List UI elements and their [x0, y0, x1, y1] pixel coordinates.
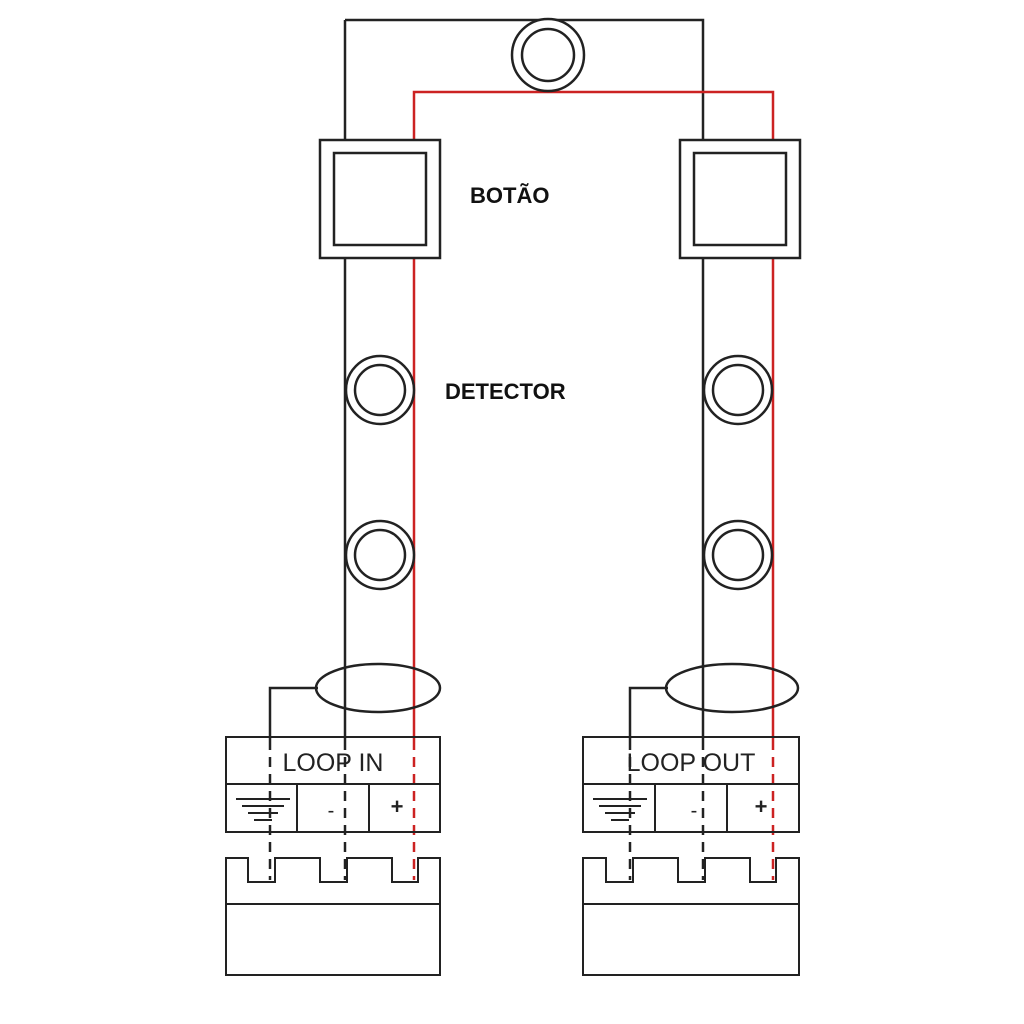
detector-left-1	[344, 354, 416, 426]
detector-right-1	[702, 354, 774, 426]
loop-out-label: LOOP OUT	[627, 749, 756, 777]
loop-in-label: LOOP IN	[283, 749, 384, 777]
shield-wire-dashed	[268, 740, 632, 880]
terminal-minus-in: -	[328, 800, 335, 822]
ground-icon	[593, 798, 647, 821]
terminal-plus-out: +	[755, 794, 768, 819]
ground-icon	[236, 798, 290, 821]
black-wire-top	[345, 18, 705, 740]
detector-right-2	[702, 519, 774, 591]
cable-shield-right	[664, 662, 800, 714]
terminal-block-loop-out	[582, 736, 800, 976]
terminal-minus-out: -	[691, 800, 698, 822]
terminal-block-loop-in	[225, 736, 441, 976]
black-wire-dashed	[343, 740, 705, 880]
red-wire-dashed	[412, 740, 775, 880]
button-left	[318, 138, 442, 260]
button-right	[678, 138, 802, 260]
red-wire-loop	[412, 90, 775, 740]
terminal-plus-in: +	[391, 794, 404, 819]
cable-shield-left	[314, 662, 442, 714]
red-wire-left	[412, 90, 775, 740]
shield-wire	[268, 686, 668, 740]
detector-top	[510, 17, 586, 93]
detector-label: DETECTOR	[445, 379, 566, 404]
button-label: BOTÃO	[470, 183, 549, 208]
detector-left-2	[344, 519, 416, 591]
